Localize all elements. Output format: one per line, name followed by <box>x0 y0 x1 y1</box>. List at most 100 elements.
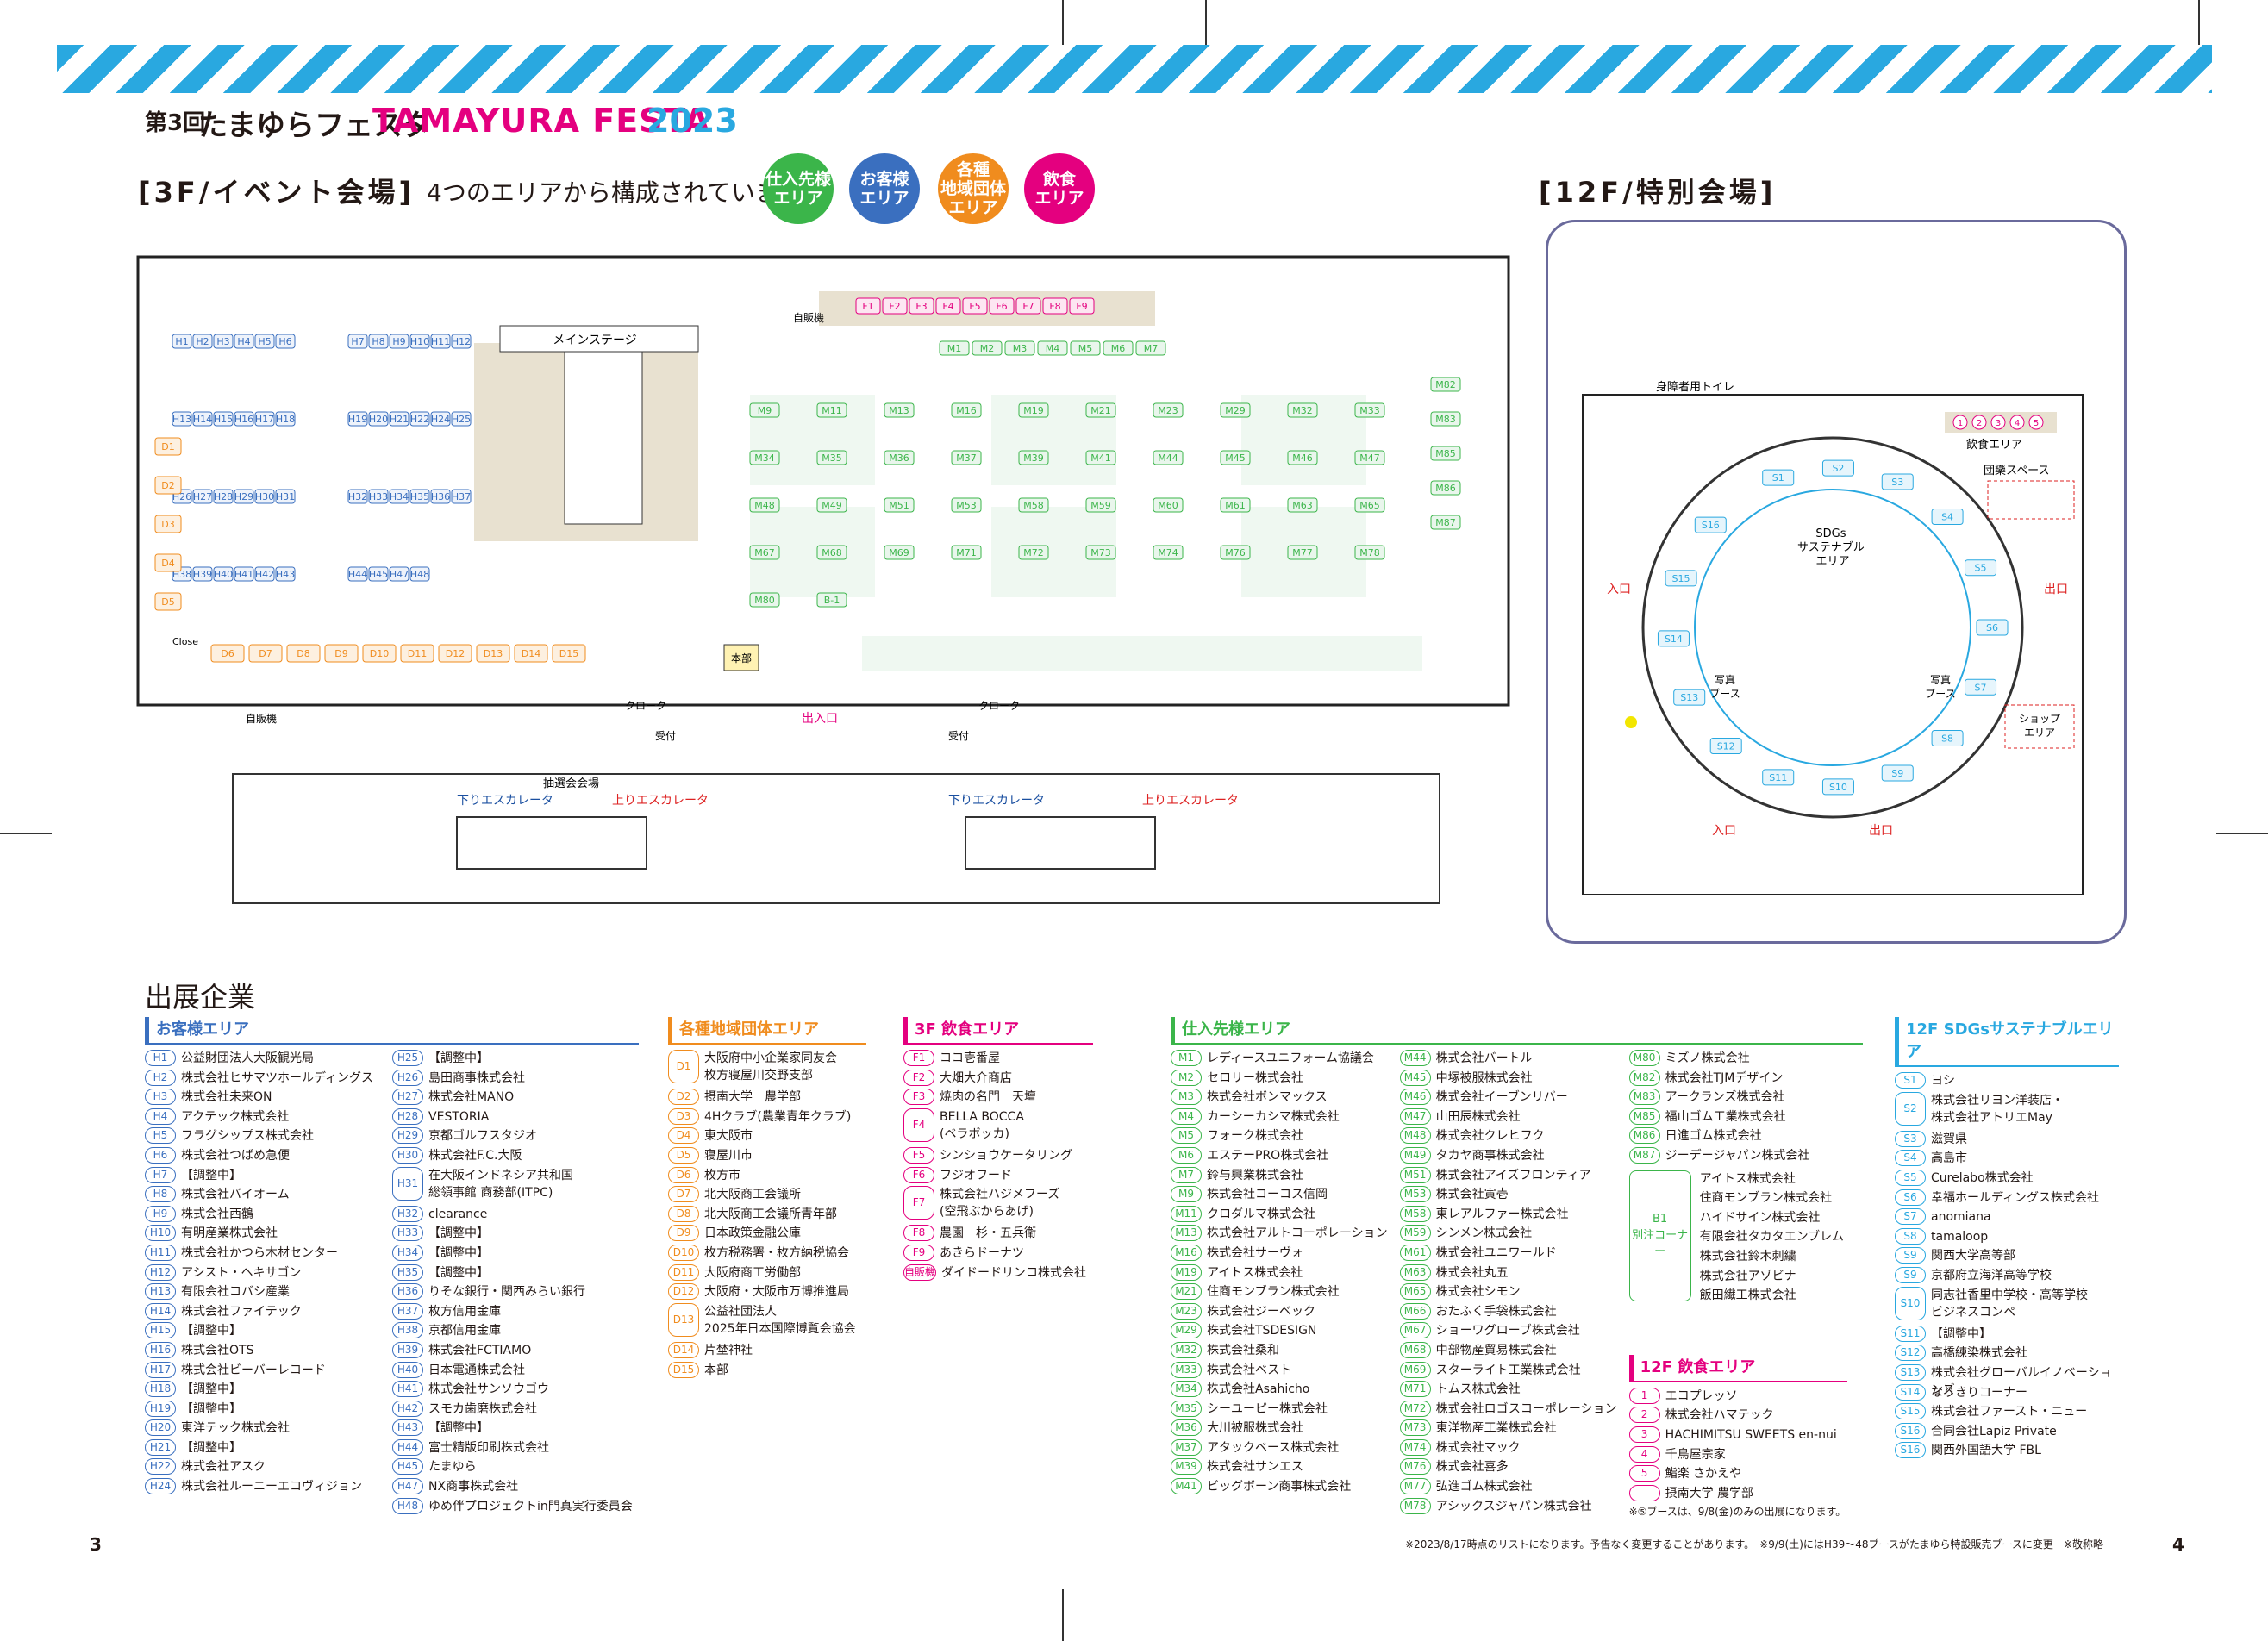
booth-M80 <box>749 592 780 608</box>
booth-badge: H6 <box>145 1146 176 1164</box>
exhibitor-name: 株式会社アスク <box>181 1460 266 1475</box>
booth-M37 <box>951 450 982 465</box>
booth-H14 <box>192 411 213 427</box>
booth-badge: S4 <box>1895 1150 1926 1167</box>
booth-badge: H8 <box>145 1186 176 1203</box>
booth-label-M4: M4 <box>1046 343 1060 354</box>
exhibitor-name: 株式会社ベスト <box>1207 1363 1292 1377</box>
exhibitor-name: カーシーカシマ株式会社 <box>1207 1109 1340 1124</box>
food-12f-booth-1 <box>1952 415 1968 430</box>
booth-badge: H38 <box>392 1322 424 1339</box>
booth-label-H6: H6 <box>278 336 291 347</box>
esc-up-label-2: 上りエスカレータ <box>1142 794 1239 808</box>
exhibitor-name: 株式会社コーコス信岡 <box>1207 1188 1328 1202</box>
booth-M32 <box>1287 402 1318 418</box>
booth-badge: M82 <box>1628 1069 1660 1086</box>
booth-M1 <box>939 340 970 356</box>
booth-label-S9: S9 <box>1891 768 1903 779</box>
vending-bottom-label: 自販機 <box>246 712 277 725</box>
booth-label-M87: M87 <box>1435 517 1456 528</box>
list-item: H43【調整中】 <box>392 1419 633 1439</box>
booth-label-M85: M85 <box>1435 448 1456 459</box>
page-number-left: 3 <box>90 1534 102 1555</box>
exhibitor-name: 【調整中】 <box>428 1051 490 1065</box>
booth-S5 <box>1965 559 1997 577</box>
booth-label-D7: D7 <box>259 648 272 659</box>
booth-badge: D1 <box>668 1050 699 1083</box>
booth-label-M53: M53 <box>956 500 977 511</box>
crop-mark <box>1205 0 1207 52</box>
b1-names: アイトス株式会社住商モンブラン株式会社ハイドサイン株式会社有限会社タカタエンブレ… <box>1700 1170 1844 1307</box>
booth-badge: S15 <box>1895 1403 1926 1420</box>
exhibitor-name: 在大阪インドネシア共和国 総領事館 商務部(ITPC) <box>428 1168 574 1200</box>
booth-D8 <box>286 644 321 663</box>
exhibitor-name: あきらドーナツ <box>940 1245 1024 1260</box>
booth-badge: D4 <box>668 1127 699 1145</box>
booth-label-H1: H1 <box>175 336 188 347</box>
booth-badge: M9 <box>1171 1186 1202 1203</box>
booth-badge: M67 <box>1399 1322 1431 1339</box>
booth-label-H34: H34 <box>390 491 409 502</box>
booth-H16 <box>234 411 254 427</box>
booth-label-M46: M46 <box>1292 452 1313 464</box>
booth-badge: M83 <box>1628 1089 1660 1106</box>
booth-badge: S13 <box>1895 1363 1926 1381</box>
food-12f-booth-label-3: 3 <box>1996 419 2001 428</box>
booth-label-H8: H8 <box>372 336 384 347</box>
booth-label-H7: H7 <box>351 336 364 347</box>
exhibitor-name: 株式会社サンソウゴウ <box>428 1382 550 1397</box>
booth-label-M45: M45 <box>1225 452 1246 464</box>
booth-badge: D9 <box>668 1225 699 1242</box>
inner-ring <box>1694 489 1971 766</box>
exit-label: 出口 <box>2044 583 2068 596</box>
booth-badge: M46 <box>1399 1089 1431 1106</box>
booth-badge: F1 <box>903 1050 934 1066</box>
booth-badge: S8 <box>1895 1227 1926 1245</box>
exhibitor-name: セロリー株式会社 <box>1207 1070 1303 1085</box>
booth-D2 <box>154 476 182 495</box>
booth-label-D14: D14 <box>522 648 540 659</box>
booth-label-H48: H48 <box>410 569 429 580</box>
exhibitor-name: ヨシ <box>1931 1074 1955 1088</box>
exhibitor-name: 日進ゴム株式会社 <box>1665 1129 1762 1144</box>
booth-label-D5: D5 <box>161 596 174 608</box>
exhibitor-name: 株式会社寅壱 <box>1435 1188 1509 1202</box>
booth-badge: M58 <box>1399 1205 1431 1222</box>
booth-M78 <box>1354 545 1385 560</box>
exhibitor-name: 株式会社イーブンリバー <box>1435 1090 1568 1105</box>
booth-badge: H29 <box>392 1127 424 1145</box>
booth-M44 <box>1153 450 1184 465</box>
exhibitor-name: フラグシップス株式会社 <box>181 1129 314 1144</box>
escalator-1 <box>456 816 647 870</box>
section-3f-subtitle: 4つのエリアから構成されています <box>427 178 803 207</box>
booth-label-M11: M11 <box>822 405 842 416</box>
exhibitor-name: アイトス株式会社 <box>1207 1265 1303 1280</box>
booth-label-D12: D12 <box>446 648 465 659</box>
booth-M5 <box>1070 340 1101 356</box>
esc-up-label: 上りエスカレータ <box>612 794 709 808</box>
booth-label-M59: M59 <box>1090 500 1111 511</box>
booth-label-H39: H39 <box>193 569 212 580</box>
main-stage <box>499 325 699 353</box>
booth-label-M76: M76 <box>1225 547 1246 558</box>
booth-label-M6: M6 <box>1111 343 1126 354</box>
exhibitor-name: ショーワグローブ株式会社 <box>1435 1324 1580 1338</box>
booth-label-H18: H18 <box>276 414 295 425</box>
food-12f-booth-5 <box>2028 415 2044 430</box>
booth-label-H22: H22 <box>410 414 429 425</box>
booth-label-D10: D10 <box>370 648 389 659</box>
